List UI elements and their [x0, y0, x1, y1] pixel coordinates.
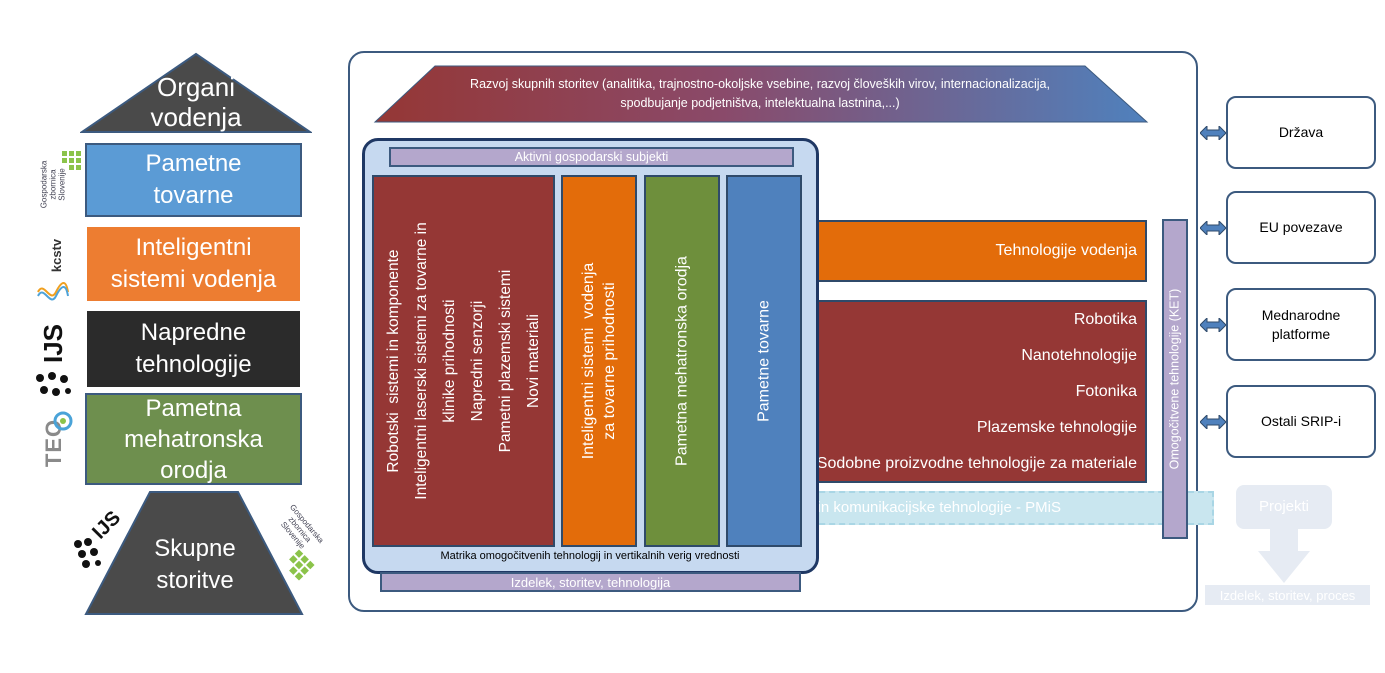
active-subjects-bar: Aktivni gospodarski subjekti	[389, 147, 794, 167]
double-arrow-icon	[1200, 221, 1226, 235]
column-green: Pametna mehatronska orodja	[644, 175, 720, 547]
gzs-grid-icon	[62, 151, 81, 170]
ket-bar: Omogočitvene tehnologije (KET)	[1162, 219, 1188, 539]
column-green-text: Pametna mehatronska orodja	[673, 256, 691, 466]
kcstv-logo: kcstv	[36, 232, 78, 306]
ijs-dots-icon	[36, 372, 71, 396]
bottom-product-bar: Izdelek, storitev, tehnologija	[380, 572, 801, 592]
pyramid-base-shape	[84, 491, 304, 615]
pyramid-top-shape	[80, 52, 312, 133]
banner-shape	[373, 65, 1149, 123]
teo-swirl-icon	[53, 411, 73, 431]
ket-tech-list: Robotika Nanotehnologije Fotonika Plazem…	[800, 302, 1137, 482]
gzs-logo-bottom: Gospodarska zbornica Slovenije	[272, 500, 342, 584]
tech-vodenja-label: Tehnologije vodenja	[995, 242, 1137, 259]
ijs-dots-bottom-icon	[74, 538, 101, 568]
projekti-caption: Izdelek, storitev, proces	[1205, 585, 1370, 605]
column-orange: Inteligentni sistemi vodenja za tovarne …	[561, 175, 637, 547]
column-red-text: Robotski sistemi in komponente Inteligen…	[384, 222, 542, 500]
ijs-logo-mid: IJS	[38, 316, 70, 366]
pyramid-level-mechatronic-tools: Pametna mehatronska orodja	[85, 393, 302, 485]
pyramid-level-smart-factories: Pametne tovarne	[85, 143, 302, 217]
projekti-label: Projekti	[1258, 497, 1310, 515]
tech-item-plazemske: Plazemske tehnologije	[976, 419, 1137, 436]
tech-item-robotika: Robotika	[1073, 311, 1137, 328]
pyramid-base-label: Skupne storitve	[154, 535, 236, 594]
tech-item-fotonika: Fotonika	[1075, 383, 1137, 400]
box-eu-povezave: EU povezave	[1226, 191, 1376, 264]
box-ostali-srip: Ostali SRIP-i	[1226, 385, 1376, 458]
pmis-label: ske in komunikacijske tehnologije - PMiS	[790, 499, 1061, 516]
gzs-grid-bottom-icon	[289, 549, 315, 581]
pyramid-top-label: Organi vodenja	[150, 72, 242, 132]
gzs-logo-top: Gospodarska zbornica Slovenije	[34, 147, 82, 219]
box-mednarodne-platforme: Mednarodne platforme	[1226, 288, 1376, 361]
box-drzava: Država	[1226, 96, 1376, 169]
pyramid-level-advanced-tech: Napredne tehnologije	[85, 309, 302, 389]
pyramid-level-control-systems: Inteligentni sistemi vodenja	[85, 225, 302, 303]
tech-item-nanotehnologije: Nanotehnologije	[1021, 347, 1137, 364]
column-red: Robotski sistemi in komponente Inteligen…	[372, 175, 555, 547]
column-orange-text: Inteligentni sistemi vodenja za tovarne …	[580, 262, 618, 460]
double-arrow-icon	[1200, 415, 1226, 429]
kcstv-text: kcstv	[49, 238, 65, 273]
ijs-mid-text: IJS	[38, 323, 69, 364]
tech-item-sodobne: Sodobne proizvodne tehnologije za materi…	[816, 455, 1137, 472]
ket-label: Omogočitvene tehnologije (KET)	[1167, 288, 1182, 470]
column-blue: Pametne tovarne	[726, 175, 802, 547]
kcstv-wave-icon	[37, 282, 69, 301]
projekti-arrow-shape	[1236, 485, 1332, 583]
teo-logo: TEO	[40, 410, 74, 472]
column-blue-text: Pametne tovarne	[755, 300, 773, 422]
double-arrow-icon	[1200, 318, 1226, 332]
double-arrow-icon	[1200, 126, 1226, 140]
matrix-caption: Matrika omogočitvenih tehnologij in vert…	[440, 550, 740, 562]
banner-text: Razvoj skupnih storitev (analitika, traj…	[470, 77, 1050, 110]
